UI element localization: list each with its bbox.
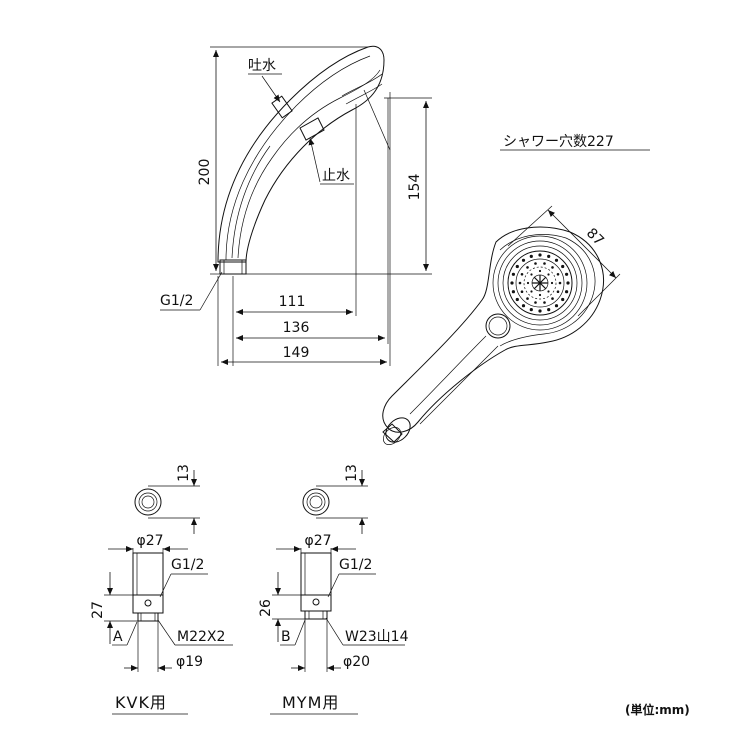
nozzle-dot — [526, 281, 530, 285]
nozzle-dot — [554, 258, 559, 262]
nozzle-dot — [538, 293, 542, 297]
nozzle-dot — [565, 272, 569, 276]
dim-136: 136 — [283, 320, 310, 336]
nozzle-dot — [510, 281, 514, 285]
nozzle-dot — [529, 254, 533, 258]
nozzle-dot — [538, 253, 542, 257]
unit-label: (単位:mm) — [625, 702, 690, 717]
nozzle-dot — [547, 273, 550, 276]
label-shower-holes: シャワー穴数227 — [503, 134, 614, 150]
kvk-phi-outer: φ27 — [136, 533, 163, 549]
side-view: 200 154 111 136 149 吐水 止水 G1/2 — [160, 45, 432, 366]
kvk-top-dim: 13 — [176, 464, 192, 482]
nozzle-dot — [530, 290, 533, 293]
kvk-thread-bottom: M22X2 — [177, 629, 225, 645]
label-g12-main: G1/2 — [160, 293, 193, 309]
kvk-phi-inner: φ19 — [176, 654, 203, 670]
kvk-title: KVK用 — [115, 693, 167, 712]
mym-thread-bottom: W23山14 — [345, 629, 409, 645]
nozzle-dot — [554, 304, 559, 308]
shower-holes-label: シャワー穴数227 — [500, 134, 650, 151]
nozzle-dot — [547, 290, 550, 293]
kvk-height: 27 — [90, 601, 106, 619]
nozzle-dot — [547, 254, 551, 258]
nozzle-dot — [526, 266, 529, 269]
nozzle-dot — [543, 262, 546, 265]
mym-title: MYM用 — [282, 693, 339, 712]
nozzle-pattern — [510, 253, 570, 313]
nozzle-dot — [526, 297, 529, 300]
nozzle-dot — [534, 262, 537, 265]
dim-200: 200 — [197, 159, 213, 186]
nozzle-dot — [551, 297, 554, 300]
dim-111: 111 — [279, 294, 306, 310]
nozzle-dot — [565, 290, 569, 294]
nozzle-dot — [558, 281, 562, 285]
nozzle-dot — [520, 273, 524, 276]
mym-thread-top: G1/2 — [339, 557, 372, 573]
nozzle-dot — [520, 290, 524, 294]
mym-mark: B — [281, 629, 291, 645]
mym-adapter: 13 φ27 G1/2 26 B W23山14 — [258, 464, 409, 715]
nozzle-dot — [534, 301, 537, 304]
label-water-out: 吐水 — [248, 58, 276, 74]
nozzle-dot — [551, 266, 554, 269]
nozzle-dot — [515, 264, 519, 269]
mym-phi-outer: φ27 — [304, 533, 331, 549]
nozzle-dot — [561, 264, 565, 269]
center-hub — [532, 275, 548, 291]
kvk-mark: A — [113, 629, 123, 645]
front-view: 87 — [382, 205, 621, 445]
nozzle-dot — [538, 269, 542, 273]
mym-height: 26 — [258, 599, 274, 617]
nozzle-dot — [521, 258, 526, 262]
mym-top-dim: 13 — [344, 464, 360, 482]
nozzle-dot — [538, 309, 542, 313]
nozzle-dot — [566, 281, 570, 285]
nozzle-dot — [530, 273, 533, 276]
nozzle-dot — [511, 272, 515, 276]
nozzle-dot — [529, 308, 533, 312]
kvk-thread-top: G1/2 — [171, 557, 204, 573]
nozzle-dot — [556, 290, 560, 294]
nozzle-dot — [547, 308, 551, 312]
nozzle-dot — [521, 304, 526, 308]
dim-154: 154 — [407, 174, 423, 201]
nozzle-dot — [550, 281, 554, 285]
nozzle-dot — [556, 273, 560, 276]
dim-149: 149 — [283, 345, 310, 361]
kvk-adapter: 13 φ27 G1/2 27 A M22X2 — [90, 464, 233, 715]
nozzle-dot — [511, 290, 515, 294]
label-water-stop: 止水 — [322, 168, 350, 184]
nozzle-dot — [561, 297, 565, 302]
dim-87: 87 — [583, 225, 607, 249]
nozzle-dot — [518, 281, 522, 285]
mym-phi-inner: φ20 — [343, 654, 370, 670]
nozzle-dot — [515, 297, 519, 302]
nozzle-dot — [543, 301, 546, 304]
